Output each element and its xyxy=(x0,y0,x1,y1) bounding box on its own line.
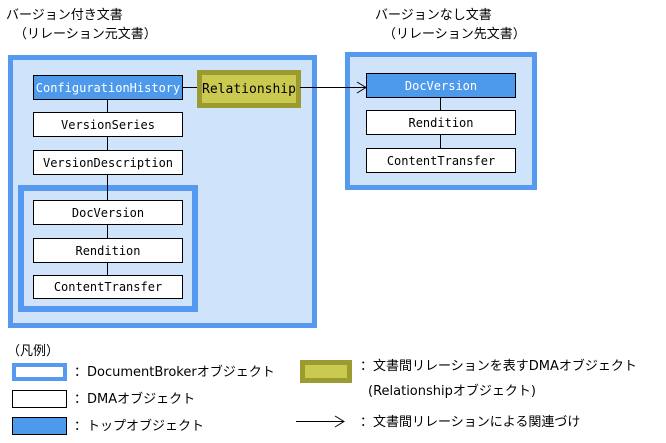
legend-swatch-top-object xyxy=(12,417,67,435)
connector-line xyxy=(107,263,108,275)
node-version-series: VersionSeries xyxy=(33,112,183,137)
node-content-transfer-source: ContentTransfer xyxy=(33,275,183,299)
right-group-title-line2: （リレーション先文書） xyxy=(383,27,526,42)
connector-line xyxy=(107,100,108,112)
connector-line xyxy=(107,137,108,150)
node-doc-version-source: DocVersion xyxy=(33,200,183,225)
right-group-title-line1: バージョンなし文書 xyxy=(375,8,492,23)
connector-line xyxy=(107,175,108,200)
legend-label-relationship: ：文書間リレーションを表すDMAオブジェクト (Relationshipオブジェ… xyxy=(360,358,637,401)
connector-line xyxy=(183,87,197,88)
node-relationship: Relationship xyxy=(197,70,301,108)
legend-label-relationship-line1: ：文書間リレーションを表すDMAオブジェクト xyxy=(360,359,637,374)
left-group-title: バージョン付き文書 （リレーション元文書） xyxy=(6,6,157,44)
node-content-transfer-target: ContentTransfer xyxy=(366,148,516,173)
legend-label-top-object: ：トップオブジェクト xyxy=(74,419,205,434)
connector-line xyxy=(440,135,441,148)
legend-label-relationship-line2: (Relationshipオブジェクト) xyxy=(368,384,536,399)
connector-line xyxy=(107,225,108,238)
legend-title: （凡例） xyxy=(7,344,60,359)
node-rendition-source: Rendition xyxy=(33,238,183,263)
legend-swatch-dma xyxy=(12,390,67,408)
legend-label-documentbroker: ：DocumentBrokerオブジェクト xyxy=(74,365,275,380)
relationship-arrow-icon xyxy=(300,81,367,94)
legend-label-arrow: ：文書間リレーションによる関連づけ xyxy=(360,415,581,430)
left-group-title-line2: （リレーション元文書） xyxy=(14,27,157,42)
node-version-description: VersionDescription xyxy=(33,150,183,175)
legend-arrow-icon xyxy=(296,415,345,428)
connector-line xyxy=(440,98,441,110)
nonversioned-document-group: DocVersion Rendition ContentTransfer xyxy=(345,52,537,190)
right-group-title: バージョンなし文書 （リレーション先文書） xyxy=(375,6,526,44)
left-group-title-line1: バージョン付き文書 xyxy=(6,8,123,23)
node-doc-version-target: DocVersion xyxy=(366,73,516,98)
legend-swatch-documentbroker xyxy=(12,363,67,381)
version-subgroup: DocVersion Rendition ContentTransfer xyxy=(18,185,198,312)
legend-swatch-relationship xyxy=(300,360,352,383)
node-rendition-target: Rendition xyxy=(366,110,516,135)
node-configuration-history: ConfigurationHistory xyxy=(33,75,183,100)
legend-label-dma: ：DMAオブジェクト xyxy=(74,392,196,407)
